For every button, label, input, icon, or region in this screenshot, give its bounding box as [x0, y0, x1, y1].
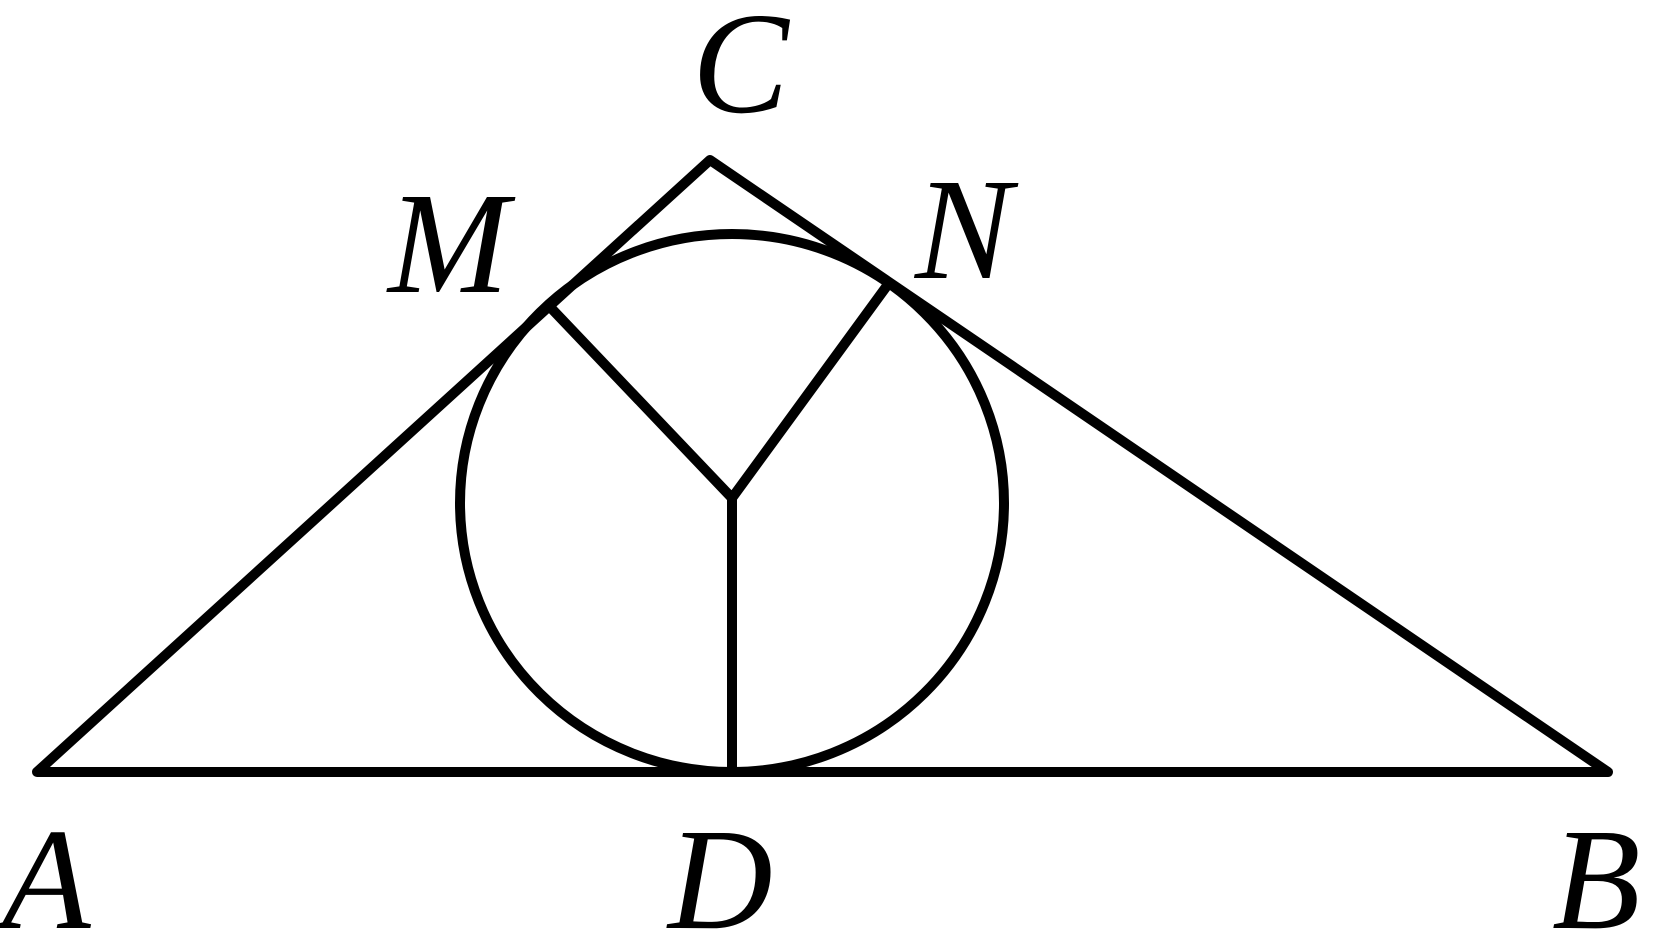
radius-on [727, 278, 894, 503]
label-point-b: B [1552, 800, 1641, 933]
label-point-c: C [692, 0, 791, 144]
radius-om [546, 303, 737, 503]
label-point-a: A [0, 800, 92, 933]
triangle-abc [32, 155, 1613, 777]
label-point-d: D [666, 800, 773, 933]
label-point-m: M [386, 164, 516, 324]
label-point-n: N [913, 150, 1019, 310]
